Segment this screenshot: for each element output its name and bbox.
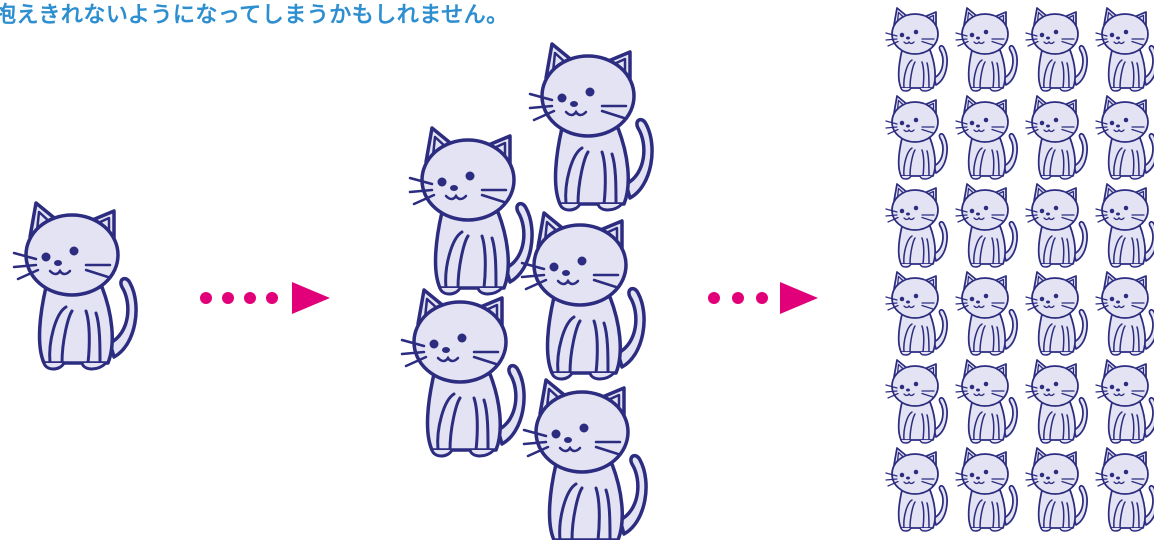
- stage-five-cats: [400, 42, 654, 540]
- cat-icon: [522, 378, 648, 540]
- cat-icon: [1025, 183, 1088, 268]
- cat-icon: [955, 271, 1018, 356]
- cat-icon: [885, 7, 948, 92]
- cat-icon: [955, 183, 1018, 268]
- cat-icon: [1095, 183, 1154, 268]
- cat-icon: [408, 126, 534, 296]
- cat-icon: [885, 447, 948, 532]
- arrow-dot: [732, 292, 744, 304]
- arrow-dot: [266, 292, 278, 304]
- stage-many-cats: [885, 7, 1154, 532]
- arrow-dot: [244, 292, 256, 304]
- cat-icon: [1025, 95, 1088, 180]
- cat-icon: [955, 95, 1018, 180]
- arrow-2: [708, 282, 818, 314]
- stage-one-cat: [12, 201, 138, 371]
- cat-icon: [1025, 271, 1088, 356]
- cat-icon: [1095, 95, 1154, 180]
- cat-icon: [955, 447, 1018, 532]
- cat-icon: [885, 95, 948, 180]
- cat-icon: [1025, 7, 1088, 92]
- arrow-dot: [222, 292, 234, 304]
- cat-icon: [885, 271, 948, 356]
- cat-icon: [885, 183, 948, 268]
- cat-icon: [1025, 447, 1088, 532]
- cat-icon: [1095, 359, 1154, 444]
- cat-icon: [1095, 7, 1154, 92]
- arrow-1: [200, 282, 330, 314]
- cat-icon: [400, 288, 526, 458]
- caption-text: 抱えきれないようになってしまうかもしれません。: [0, 3, 509, 28]
- cat-icon: [955, 359, 1018, 444]
- arrow-dot: [708, 292, 720, 304]
- cat-icon: [12, 201, 138, 371]
- arrow-dot: [756, 292, 768, 304]
- cat-icon: [885, 359, 948, 444]
- cat-icon: [955, 7, 1018, 92]
- arrow-head: [292, 282, 330, 314]
- cat-icon: [1095, 271, 1154, 356]
- cat-icon: [1095, 447, 1154, 532]
- arrow-head: [780, 282, 818, 314]
- cat-icon: [1025, 359, 1088, 444]
- arrow-dot: [200, 292, 212, 304]
- cat-icon: [520, 211, 646, 381]
- cat-icon: [528, 42, 654, 212]
